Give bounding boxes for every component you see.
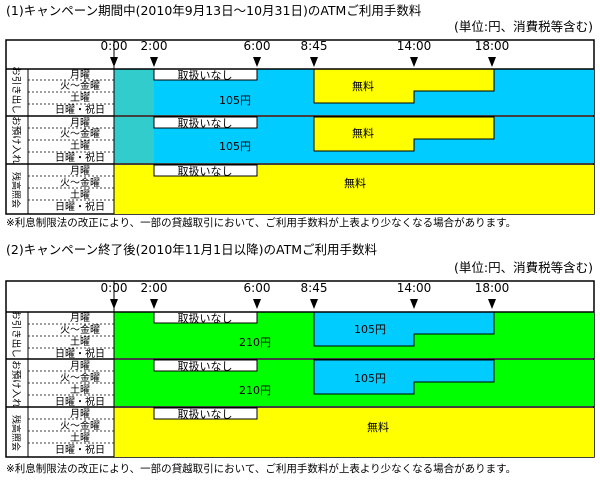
fee-main: 105円: [219, 140, 251, 153]
group-deposit: 取扱いなし 210円 105円 お預け入れ 月曜 火～金曜 土曜 日曜・祝日: [10, 359, 594, 408]
day-label: 火～金曜: [60, 79, 100, 92]
time-marker: [310, 299, 318, 309]
day-label: 土曜: [70, 431, 90, 444]
time-marker: [410, 57, 418, 67]
day-label: 月曜: [70, 360, 90, 372]
day-label: 月曜: [70, 117, 90, 129]
time-marker: [410, 299, 418, 309]
day-label: 土曜: [70, 91, 90, 104]
day-label: 火～金曜: [60, 323, 100, 336]
footnote: ※利息制限法の改正により、一部の貸越取引において、ご利用手数料が上表より少なくな…: [6, 462, 516, 475]
table-grid: [6, 281, 594, 457]
time-label: 8:45: [301, 281, 328, 295]
day-label: 日曜・祝日: [55, 395, 105, 408]
fee-main: 210円: [239, 384, 271, 397]
day-label: 火～金曜: [60, 176, 100, 189]
time-marker: [150, 299, 158, 309]
group-label: お預け入れ: [10, 360, 21, 408]
time-marker: [253, 299, 261, 309]
unit-note: (単位:円、消費税等含む): [454, 19, 593, 34]
footnote: ※利息制限法の改正により、一部の貸越取引において、ご利用手数料が上表より少なくな…: [6, 216, 516, 229]
group-label: お預け入れ: [10, 116, 21, 164]
day-label: 土曜: [70, 383, 90, 396]
no-service-label: 取扱いなし: [178, 164, 233, 178]
fee-main: 無料: [344, 176, 366, 190]
fee-special: 105円: [354, 372, 386, 385]
day-label: 火～金曜: [60, 371, 100, 384]
table-grid: [6, 40, 594, 214]
time-marker: [310, 57, 318, 67]
fee-special: 無料: [352, 126, 374, 140]
time-label: 14:00: [397, 39, 432, 53]
fee-main: 無料: [367, 420, 389, 434]
section-campaign: (1)キャンペーン期間中(2010年9月13日～10月31日)のATMご利用手数…: [5, 3, 595, 229]
day-label: 日曜・祝日: [55, 200, 105, 213]
day-label: 火～金曜: [60, 127, 100, 140]
time-label: 18:00: [475, 281, 510, 295]
time-label: 2:00: [141, 281, 168, 295]
time-markers: [110, 57, 496, 67]
section-title: (2)キャンペーン終了後(2010年11月1日以降)のATMご利用手数料: [6, 242, 378, 257]
fee-special: 無料: [352, 79, 374, 93]
group-balance: 取扱いなし 無料 残高照会 月曜 火～金曜 土曜 日曜・祝日: [10, 407, 594, 457]
day-label: 月曜: [70, 312, 90, 324]
fee-special: 105円: [354, 323, 386, 336]
group-label: お引き出し: [10, 66, 22, 114]
no-service-label: 取扱いなし: [178, 407, 233, 421]
time-label: 6:00: [244, 39, 271, 53]
time-label: 6:00: [244, 281, 271, 295]
day-label: 月曜: [70, 408, 90, 420]
day-label: 土曜: [70, 335, 90, 348]
time-marker: [150, 57, 158, 67]
group-withdrawal: 取扱いなし 105円 無料 お引き出し 月曜 火～金曜 土曜 日曜・祝日: [10, 66, 594, 116]
time-label: 8:45: [301, 39, 328, 53]
no-service-label: 取扱いなし: [178, 359, 233, 373]
time-marker: [253, 57, 261, 67]
no-service-label: 取扱いなし: [178, 116, 233, 130]
day-label: 火～金曜: [60, 419, 100, 432]
day-label: 日曜・祝日: [55, 103, 105, 116]
fee-main: 105円: [219, 94, 251, 107]
group-label: 残高照会: [10, 172, 22, 208]
day-label: 日曜・祝日: [55, 151, 105, 164]
time-markers: [110, 299, 496, 309]
time-label: 18:00: [475, 39, 510, 53]
group-balance: 取扱いなし 無料 残高照会 月曜 火～金曜 土曜 日曜・祝日: [10, 164, 594, 214]
day-label: 土曜: [70, 188, 90, 201]
time-marker: [488, 299, 496, 309]
fee-main: 210円: [239, 336, 271, 349]
day-label: 月曜: [70, 165, 90, 177]
no-service-label: 取扱いなし: [178, 311, 233, 325]
section-title: (1)キャンペーン期間中(2010年9月13日～10月31日)のATMご利用手数…: [6, 3, 422, 18]
group-deposit: 取扱いなし 105円 無料 お預け入れ 月曜 火～金曜 土曜 日曜・祝日: [10, 116, 594, 164]
unit-note: (単位:円、消費税等含む): [454, 260, 593, 275]
day-label: 日曜・祝日: [55, 443, 105, 456]
time-label: 2:00: [141, 39, 168, 53]
time-label: 14:00: [397, 281, 432, 295]
time-axis: 0:00 2:00 6:00 8:45 14:00 18:00: [101, 39, 510, 53]
day-label: 土曜: [70, 139, 90, 152]
group-label: お引き出し: [10, 310, 22, 358]
group-label: 残高照会: [10, 415, 22, 451]
section-after-campaign: (2)キャンペーン終了後(2010年11月1日以降)のATMご利用手数料 (単位…: [5, 242, 595, 475]
day-label: 月曜: [70, 69, 90, 81]
time-axis: 0:00 2:00 6:00 8:45 14:00 18:00: [101, 281, 510, 295]
group-withdrawal: 取扱いなし 210円 105円 お引き出し 月曜 火～金曜 土曜 日曜・祝日: [10, 310, 594, 360]
time-marker: [488, 57, 496, 67]
day-label: 日曜・祝日: [55, 347, 105, 360]
no-service-label: 取扱いなし: [178, 68, 233, 82]
